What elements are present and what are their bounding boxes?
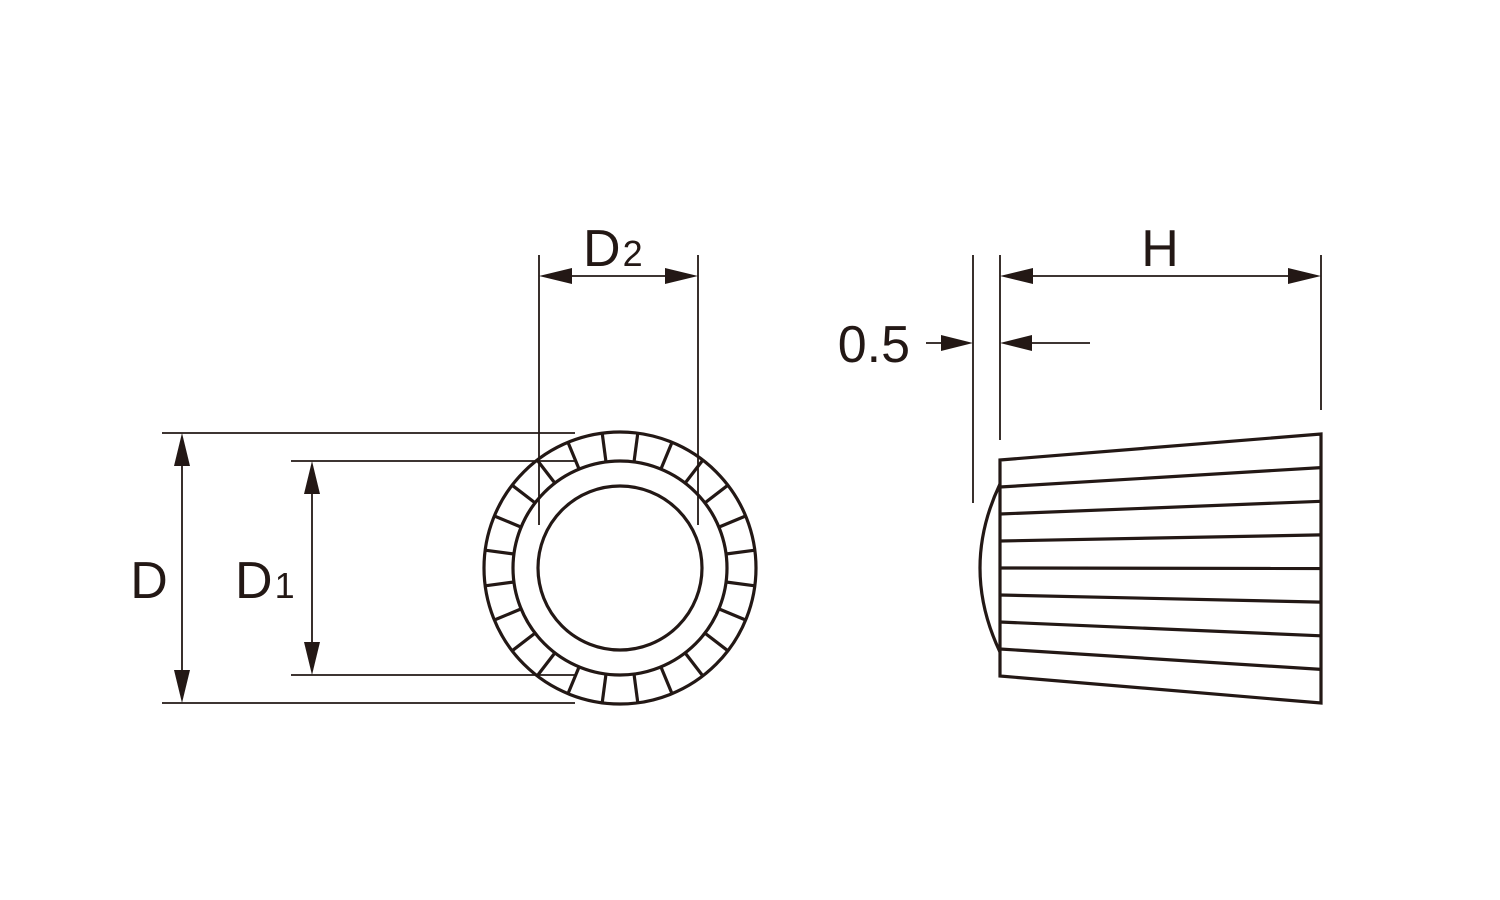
d1-label: D1 [235, 552, 295, 610]
side-view [978, 432, 1323, 705]
knurl-tooth-line [703, 631, 729, 653]
knurl-tooth-line [493, 607, 522, 622]
d-label: D [130, 552, 168, 610]
knurl-tooth-line [683, 459, 705, 485]
knurl-tooth-line [718, 514, 747, 529]
knurl-tooth-line [600, 432, 608, 463]
d2-label: D2 [583, 220, 643, 278]
dimension-h: H [999, 220, 1322, 440]
h-arrow-right [1288, 268, 1321, 284]
knurl-tooth-line [718, 607, 747, 622]
flute-line [999, 533, 1322, 543]
side-dome-end [978, 483, 1002, 653]
d-arrow-top [174, 433, 190, 466]
dimension-gap: 0.5 [838, 255, 1090, 503]
d1-arrow-top [304, 461, 320, 494]
knurl-tooth-line [632, 673, 640, 704]
knurl-tooth-line [600, 673, 608, 704]
gap-label: 0.5 [838, 316, 910, 374]
dimension-d2: D2 [538, 220, 699, 525]
knurl-tooth-line [535, 459, 557, 485]
dimension-d: D [130, 432, 575, 704]
knurl-tooth-line [566, 666, 581, 695]
knurl-teeth [484, 432, 756, 704]
knurl-tooth-line [566, 441, 581, 470]
knurl-root-circle [511, 459, 729, 677]
flute-line [999, 620, 1322, 638]
flute-lines [999, 466, 1322, 671]
h-arrow-left [1000, 268, 1033, 284]
knurl-tooth-line [484, 580, 515, 588]
flute-line [999, 647, 1322, 671]
flute-line [999, 466, 1322, 489]
d2-arrow-right [665, 268, 698, 284]
knurl-tooth-line [683, 651, 705, 677]
dimension-d1: D1 [235, 460, 575, 676]
d-arrow-bottom [174, 670, 190, 703]
knurl-tooth-line [535, 651, 557, 677]
knurl-tooth-line [659, 441, 674, 470]
outer-circle [482, 430, 758, 706]
knurl-tooth-line [703, 483, 729, 505]
flute-line [999, 566, 1322, 571]
knurl-tooth-line [659, 666, 674, 695]
knurl-tooth-line [632, 432, 640, 463]
d2-arrow-left [539, 268, 572, 284]
flute-line [999, 499, 1322, 516]
gap-arrow-right [1000, 335, 1032, 351]
flute-line [999, 593, 1322, 604]
knurl-tooth-line [493, 514, 522, 529]
knurl-tooth-line [725, 580, 756, 588]
knurl-tooth-line [725, 548, 756, 556]
side-body-outline [998, 432, 1323, 705]
bore-circle [536, 484, 704, 652]
gap-arrow-left [941, 335, 973, 351]
knurl-tooth-line [484, 548, 515, 556]
knurl-tooth-line [511, 631, 537, 653]
front-view [482, 430, 758, 706]
h-label: H [1141, 220, 1179, 278]
d1-arrow-bottom [304, 642, 320, 675]
knurl-tooth-line [511, 483, 537, 505]
